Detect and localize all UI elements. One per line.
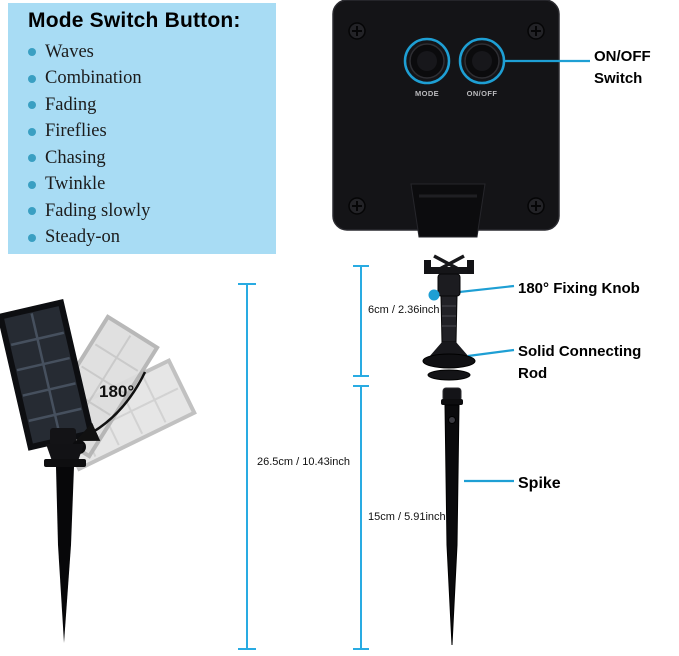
mode-item-label: Chasing bbox=[45, 147, 106, 168]
mode-item-label: Fading slowly bbox=[45, 200, 151, 221]
mode-item: Fading bbox=[28, 92, 276, 119]
mode-item-label: Waves bbox=[45, 41, 94, 62]
mode-item: Steady-on bbox=[28, 225, 276, 252]
onoff-button bbox=[458, 37, 506, 85]
rod-leader-line bbox=[467, 348, 515, 358]
ground-spike bbox=[56, 467, 74, 643]
mode-button-label: MODE bbox=[414, 89, 440, 98]
onoff-switch-callout: ON/OFF Switch bbox=[594, 48, 651, 87]
mode-box-title: Mode Switch Button: bbox=[28, 9, 241, 32]
mode-item: Waves bbox=[28, 39, 276, 66]
spike-callout: Spike bbox=[518, 475, 561, 492]
spike-hole bbox=[448, 416, 456, 424]
mode-item-label: Steady-on bbox=[45, 227, 121, 248]
rotation-angle-label: 180° bbox=[99, 382, 135, 401]
rod-height-dimension: 6cm / 2.36inch bbox=[368, 304, 440, 316]
control-box bbox=[332, 0, 560, 238]
mode-item: Fading slowly bbox=[28, 198, 276, 225]
bullet-icon bbox=[28, 207, 36, 216]
overall-height-dimension: 26.5cm / 10.43inch bbox=[257, 456, 350, 468]
solar-panel bbox=[0, 298, 95, 451]
mount-bracket bbox=[410, 183, 486, 238]
bullet-icon bbox=[28, 48, 36, 57]
mode-item-label: Combination bbox=[45, 68, 142, 89]
mode-item-label: Twinkle bbox=[45, 174, 106, 195]
dimension-lines bbox=[238, 265, 369, 650]
fixing-knob-assembly bbox=[422, 254, 476, 381]
fixing-knob-callout: 180° Fixing Knob bbox=[518, 280, 640, 297]
bullet-icon bbox=[28, 74, 36, 83]
mode-item: Fireflies bbox=[28, 119, 276, 146]
mode-item-label: Fireflies bbox=[45, 121, 107, 142]
mode-button bbox=[403, 37, 451, 85]
connecting-rod-callout: Solid Connecting Rod bbox=[518, 343, 642, 382]
spike-height-dimension: 15cm / 5.91inch bbox=[368, 511, 446, 523]
solar-panel-assembly bbox=[0, 298, 197, 643]
spike-part bbox=[441, 387, 463, 646]
bullet-icon bbox=[28, 101, 36, 110]
bullet-icon bbox=[28, 154, 36, 163]
onoff-button-label: ON/OFF bbox=[466, 89, 498, 98]
mode-list: Waves Combination Fading Fireflies Chasi… bbox=[28, 39, 276, 251]
knob-highlight-dot bbox=[428, 289, 440, 301]
bullet-icon bbox=[28, 233, 36, 242]
bullet-icon bbox=[28, 180, 36, 189]
mode-item-label: Fading bbox=[45, 94, 97, 115]
mode-item: Chasing bbox=[28, 145, 276, 172]
rotation-arc-arrow bbox=[75, 371, 147, 442]
mode-item: Combination bbox=[28, 66, 276, 93]
screw-slots bbox=[352, 26, 541, 211]
bullet-icon bbox=[28, 127, 36, 136]
mode-item: Twinkle bbox=[28, 172, 276, 199]
mode-switch-panel: Mode Switch Button: Waves Combination Fa… bbox=[8, 3, 276, 254]
mode-button-highlight-ring bbox=[403, 37, 451, 85]
screw-icons bbox=[348, 22, 545, 215]
